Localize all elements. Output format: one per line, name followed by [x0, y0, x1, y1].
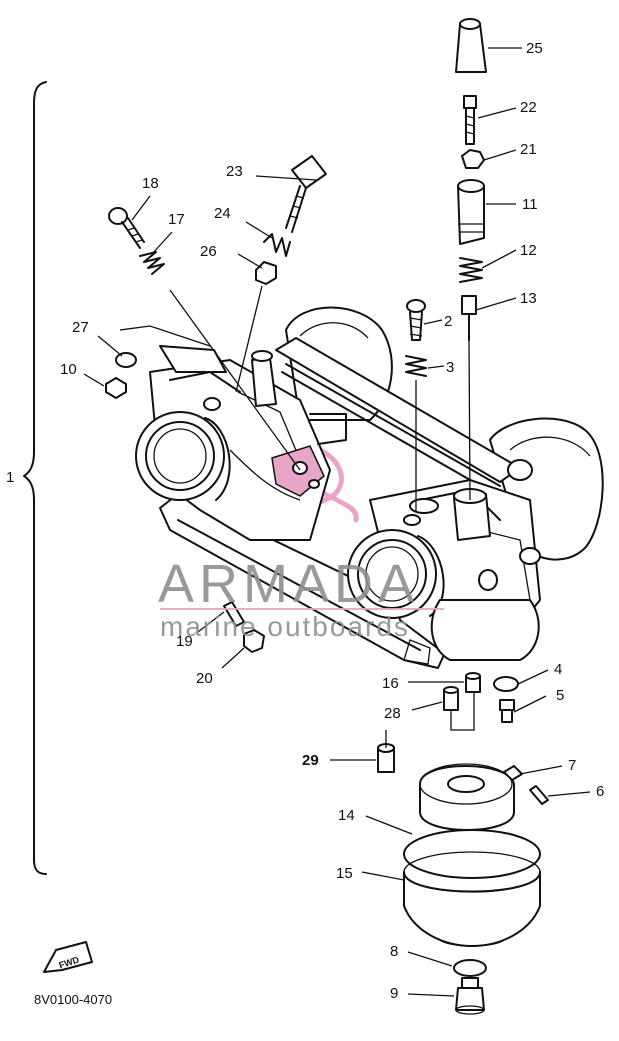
callout-label-14: 14 [338, 807, 355, 824]
callout-label-22: 22 [520, 99, 537, 116]
part-12-spring [459, 257, 483, 283]
callout-label-27: 27 [72, 319, 89, 336]
part-2-screw [406, 299, 426, 341]
watermark-brand-text: ARMADA [158, 554, 419, 614]
callout-label-11: 11 [522, 196, 538, 213]
callout-label-13: 13 [520, 290, 537, 307]
watermark-tagline: marine outboards [160, 611, 410, 642]
callout-label-16: 16 [382, 675, 399, 692]
watermark-underline [160, 608, 444, 610]
fwd-arrow: FWD [43, 941, 93, 973]
part-9-plug [455, 977, 485, 1015]
callout-label-5: 5 [556, 687, 564, 704]
callout-label-24: 24 [214, 205, 231, 222]
part-13-needle [461, 295, 477, 341]
callout-label-23: 23 [226, 163, 243, 180]
part-14-o-ring [403, 829, 541, 879]
callout-label-2: 2 [444, 313, 452, 330]
callout-label-17: 17 [168, 211, 185, 228]
callout-label-18: 18 [142, 175, 159, 192]
callouts: 25 22 21 11 12 13 2 3 23 18 17 24 26 27 … [60, 40, 604, 1002]
part-20-nut [243, 629, 265, 653]
callout-label-29: 29 [302, 752, 319, 769]
part-27-washer [115, 352, 137, 368]
carburetor-body [119, 306, 604, 669]
callout-label-26: 26 [200, 243, 217, 260]
callout-label-8: 8 [390, 943, 398, 960]
part-6-pin [529, 785, 549, 805]
part-26-nut [255, 261, 277, 285]
part-29-jet [377, 730, 395, 773]
callout-label-7: 7 [568, 757, 576, 774]
assembly-bracket [23, 81, 47, 875]
callout-label-4: 4 [554, 661, 562, 678]
callout-label-9: 9 [390, 985, 398, 1002]
part-4-washer [493, 676, 519, 692]
callout-label-1: 1 [6, 469, 14, 486]
part-25-cap [455, 18, 487, 73]
callout-label-3: 3 [446, 359, 454, 376]
callout-label-25: 25 [526, 40, 543, 57]
part-5-screw [499, 699, 515, 723]
callout-label-19: 19 [176, 633, 193, 650]
part-24-spring [263, 233, 291, 257]
part-28-jet [443, 686, 475, 731]
leader-lines [83, 47, 591, 997]
part-22-nipple [463, 95, 477, 145]
callout-label-20: 20 [196, 670, 213, 687]
document-code: 8V0100-4070 [34, 992, 112, 1007]
callout-label-6: 6 [596, 783, 604, 800]
callout-label-15: 15 [336, 865, 353, 882]
watermark: ARMADA marine outboards [158, 554, 444, 642]
part-10-nut [105, 377, 127, 399]
part-bowl-top [419, 763, 515, 831]
part-17-spring [139, 251, 165, 275]
part-16-jet [465, 672, 481, 693]
part-21-nut [461, 149, 485, 169]
callout-label-21: 21 [520, 141, 537, 158]
part-15-float-bowl [403, 851, 541, 947]
part-8-washer [453, 959, 487, 977]
callout-label-28: 28 [384, 705, 401, 722]
part-3-spring [405, 355, 427, 377]
callout-label-12: 12 [520, 242, 537, 259]
part-18-screw [108, 207, 145, 249]
part-11-sleeve [457, 179, 485, 245]
callout-label-10: 10 [60, 361, 77, 378]
part-23-screw [285, 155, 327, 233]
